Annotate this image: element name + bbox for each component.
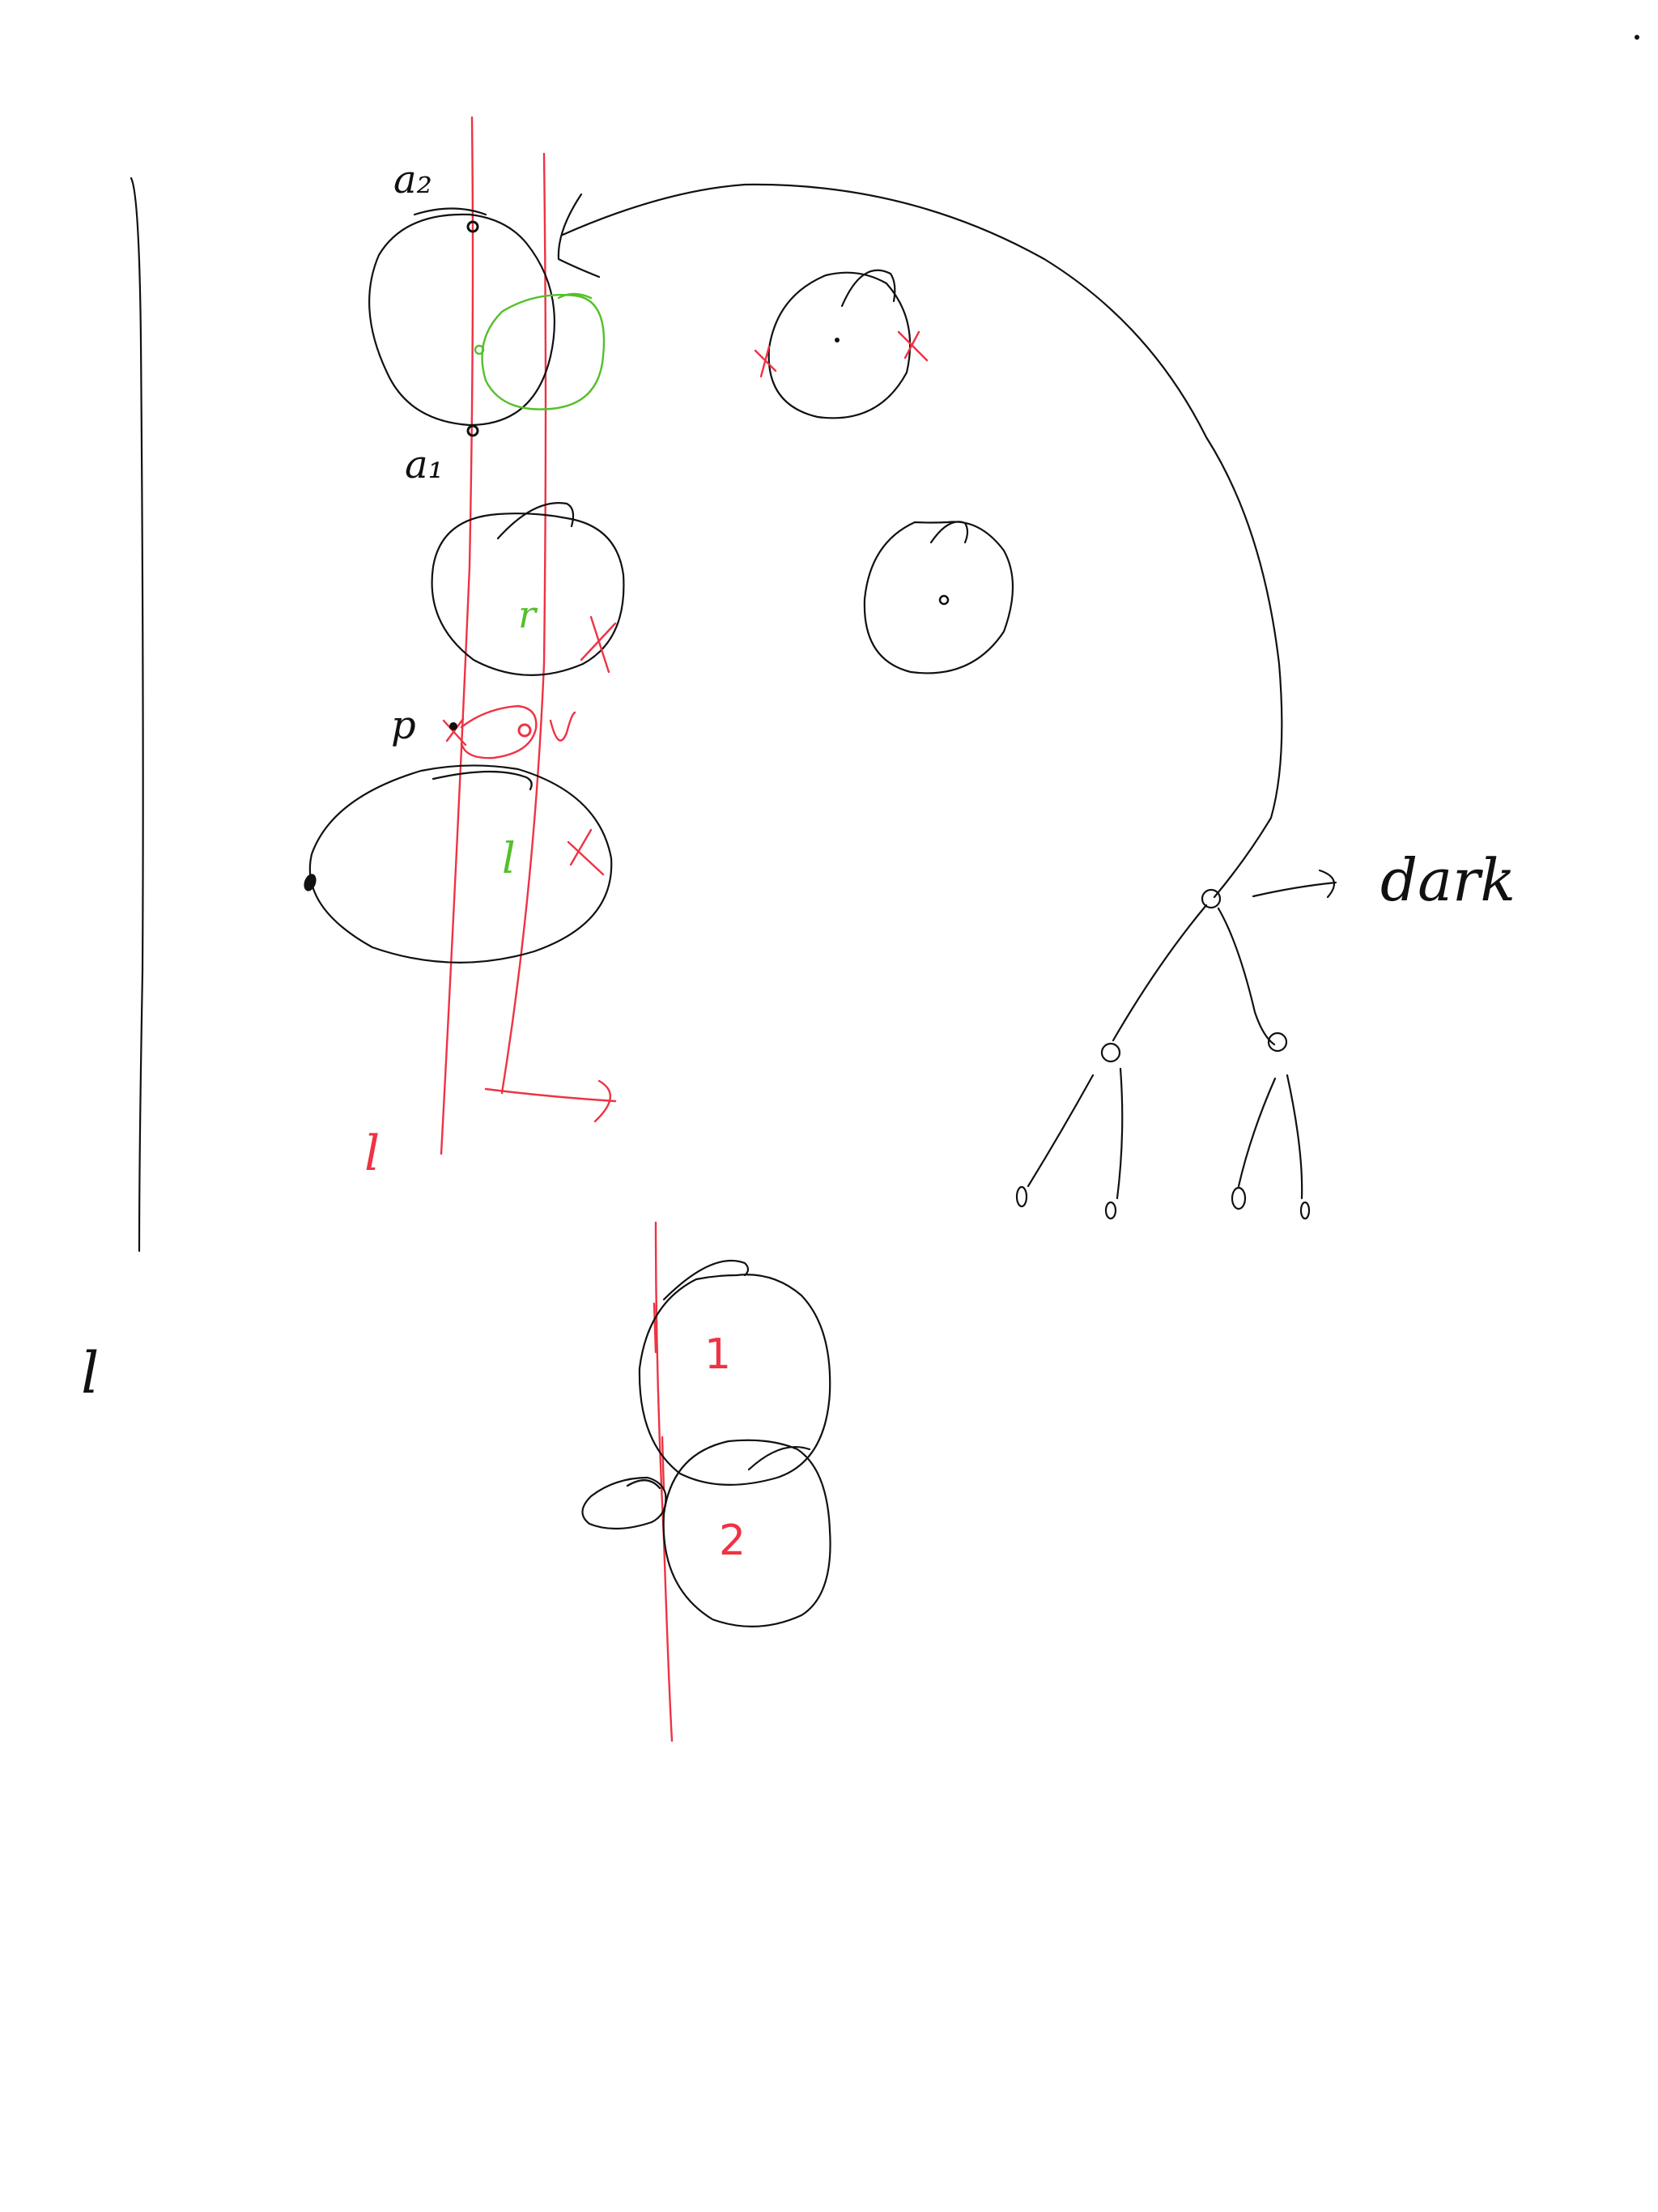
label-2: 2 bbox=[719, 1516, 746, 1565]
circle-a-hook bbox=[413, 207, 487, 216]
bottom-red-dash-1 bbox=[653, 1302, 657, 1354]
red-x-right-middle bbox=[897, 330, 929, 362]
red-point bbox=[517, 723, 532, 738]
ellipse-l-hook bbox=[432, 770, 533, 791]
green-hook bbox=[557, 292, 593, 300]
circle-r-hook bbox=[496, 502, 575, 540]
circle-2 bbox=[662, 1439, 831, 1627]
green-circle bbox=[481, 294, 606, 410]
tree-leaf-4 bbox=[1299, 1201, 1311, 1220]
dark-node bbox=[1201, 888, 1222, 909]
red-v bbox=[549, 711, 576, 742]
red-arrow-stroke bbox=[484, 1087, 617, 1103]
point-a1 bbox=[466, 424, 479, 437]
tree-edge-left bbox=[1112, 904, 1208, 1042]
tree-edge-rl bbox=[1237, 1077, 1277, 1188]
tree-edge-ll bbox=[1027, 1074, 1095, 1188]
point-left-ellipse bbox=[304, 874, 317, 891]
tree-leaf-3 bbox=[1231, 1186, 1247, 1210]
small-side-hook bbox=[626, 1479, 661, 1490]
label-dark: dark bbox=[1380, 846, 1516, 914]
tree-leaf-1 bbox=[1015, 1185, 1028, 1208]
tree-edge-lr bbox=[1116, 1067, 1124, 1200]
red-arrow-head bbox=[593, 1079, 612, 1123]
ellipse-l bbox=[308, 764, 613, 963]
big-arc bbox=[561, 183, 1283, 899]
label-l-red: l bbox=[364, 1125, 380, 1182]
dark-arrow bbox=[1252, 881, 1337, 898]
hook-stroke bbox=[557, 193, 601, 279]
label-l-green: l bbox=[502, 835, 516, 883]
red-x-left-middle bbox=[754, 345, 777, 378]
label-p: p bbox=[391, 703, 416, 748]
circle-a bbox=[368, 213, 555, 427]
circle-1-hook bbox=[662, 1259, 750, 1301]
label-a1: a₁ bbox=[405, 442, 444, 487]
label-1: 1 bbox=[704, 1330, 731, 1379]
circle-2-hook bbox=[747, 1446, 811, 1471]
tree-leaf-2 bbox=[1104, 1201, 1117, 1220]
circle-top-middle-dot bbox=[835, 338, 840, 342]
circle-right-middle-dot bbox=[938, 594, 950, 606]
point-a2 bbox=[466, 220, 479, 233]
green-point bbox=[474, 344, 485, 355]
circle-right-middle-hook bbox=[929, 521, 969, 544]
small-side-circle bbox=[581, 1476, 667, 1530]
red-line-left bbox=[440, 116, 474, 1155]
label-r: r bbox=[518, 593, 538, 636]
left-vertical-line bbox=[130, 177, 144, 1253]
tree-node-left bbox=[1100, 1042, 1121, 1063]
circle-top-middle-hook bbox=[840, 269, 896, 308]
dark-arrow-head bbox=[1318, 869, 1336, 899]
corner-dot bbox=[1635, 35, 1639, 40]
label-a2: a₂ bbox=[393, 157, 432, 202]
bottom-red-dash-2 bbox=[661, 1436, 665, 1491]
circle-top-middle bbox=[767, 271, 912, 419]
tree-edge-rr bbox=[1286, 1074, 1303, 1200]
circle-right-middle bbox=[863, 521, 1014, 674]
red-small-circle bbox=[460, 704, 538, 759]
tree-edge-right bbox=[1217, 907, 1276, 1046]
circle-1 bbox=[638, 1274, 831, 1486]
point-p bbox=[449, 722, 457, 730]
red-x-r bbox=[580, 615, 617, 674]
tree-node-right bbox=[1267, 1032, 1288, 1053]
label-l-black: l bbox=[81, 1340, 99, 1406]
red-x-l bbox=[567, 828, 605, 876]
